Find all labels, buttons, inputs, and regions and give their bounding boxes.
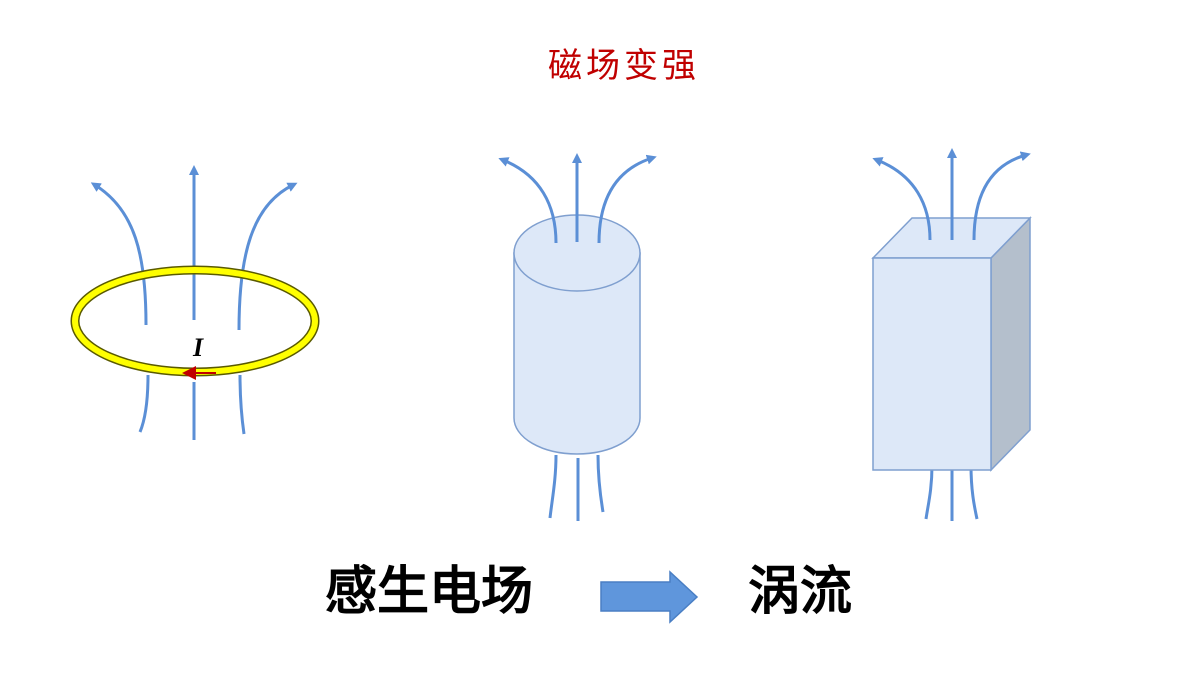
field-line-left-top xyxy=(90,182,148,326)
cylinder-field-line-top-left xyxy=(498,157,558,244)
block-field-line-top-left xyxy=(872,157,932,241)
block-field-line-bottom-right xyxy=(969,464,979,520)
block-field-line-top-right xyxy=(972,151,1031,241)
block-front-face xyxy=(872,257,992,471)
cylinder-field-line-bottom-left xyxy=(548,454,558,519)
field-line-left-bottom xyxy=(138,374,150,433)
block-field-line-bottom-left xyxy=(924,464,934,520)
cylinder-field-line-top-right xyxy=(597,154,657,244)
block-side-face xyxy=(990,216,1031,472)
eddy-current-label: 涡流 xyxy=(748,562,853,622)
right-arrow-icon xyxy=(600,570,699,624)
induced-electric-field-label: 感生电场 xyxy=(325,562,534,622)
field-line-right-top xyxy=(237,182,298,331)
cylinder-group xyxy=(498,153,657,521)
current-symbol: I xyxy=(192,333,204,362)
block-group xyxy=(871,148,1032,521)
current-direction-arrow xyxy=(182,366,216,380)
current-loop-group: I xyxy=(70,165,320,440)
field-line-right-bottom xyxy=(238,374,246,435)
cylinder-field-line-bottom-right xyxy=(596,454,605,513)
cylinder-body xyxy=(513,252,641,455)
slide-title: 磁场变强 xyxy=(548,46,700,86)
